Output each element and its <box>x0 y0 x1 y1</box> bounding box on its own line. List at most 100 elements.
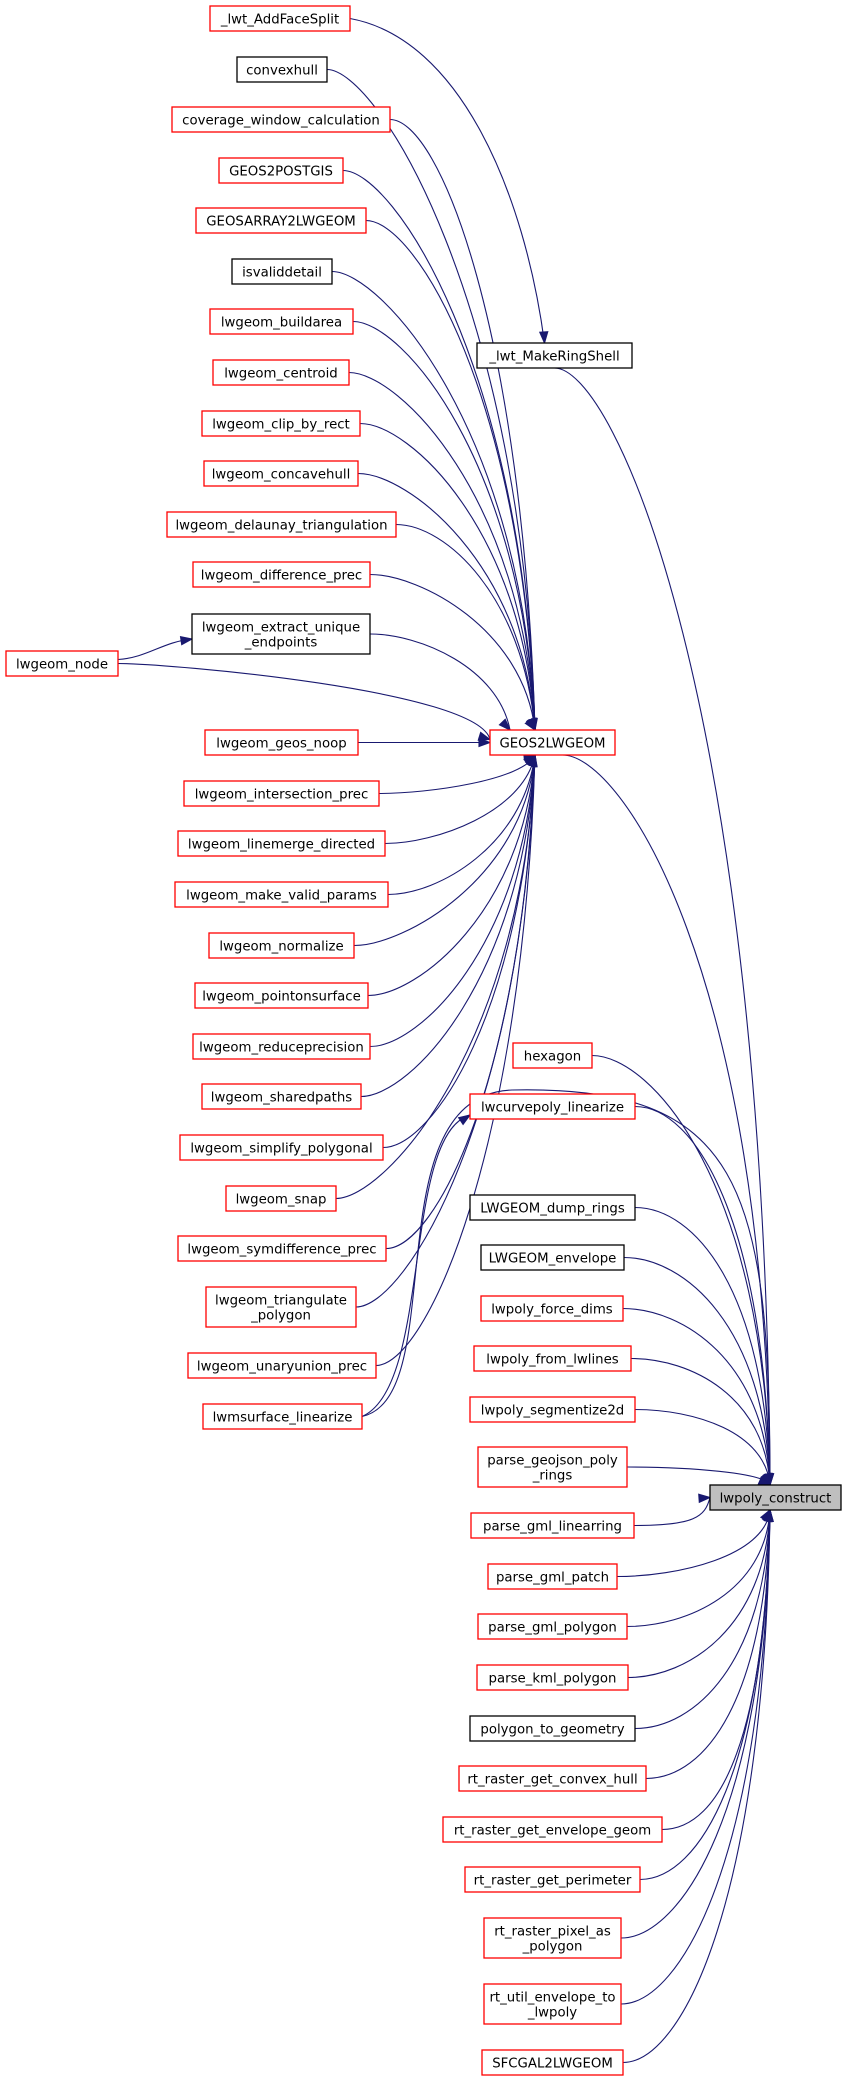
node-segmentize[interactable]: lwpoly_segmentize2d <box>469 1396 636 1423</box>
edge-line <box>387 754 536 896</box>
edge-arrowhead <box>179 635 194 646</box>
edge-line <box>359 422 536 731</box>
node-unaryunion[interactable]: lwgeom_unaryunion_prec <box>187 1352 377 1379</box>
node-box <box>201 1083 362 1110</box>
edge-arrowhead <box>528 753 538 768</box>
node-box <box>166 511 397 538</box>
edge-n_simplify-to-n_geos2lwgeom <box>382 753 537 1149</box>
edge-line <box>357 472 536 731</box>
node-gmllinear[interactable]: parse_gml_linearring <box>470 1512 635 1539</box>
node-lwpolyconstruct[interactable]: lwpoly_construct <box>709 1484 842 1511</box>
node-curvepoly[interactable]: lwcurvepoly_linearize <box>469 1093 636 1120</box>
edge-n_geosarray-to-n_geos2lwgeom <box>365 219 538 732</box>
node-label: SFCGAL2LWGEOM <box>492 2057 613 2072</box>
node-node[interactable]: lwgeom_node <box>5 650 119 677</box>
node-box <box>209 308 354 335</box>
edge-line <box>645 1509 771 1780</box>
node-box <box>476 1664 629 1691</box>
node-box <box>480 1244 625 1271</box>
edge-line <box>630 1357 771 1486</box>
node-symdiff[interactable]: lwgeom_symdifference_prec <box>177 1235 387 1262</box>
node-delaunay[interactable]: lwgeom_delaunay_triangulation <box>166 511 397 538</box>
node-label: lwpoly_construct <box>720 1492 832 1507</box>
node-box <box>473 1345 632 1372</box>
node-forcedims[interactable]: lwpoly_force_dims <box>480 1295 624 1322</box>
node-diffprec[interactable]: lwgeom_difference_prec <box>192 561 371 588</box>
edge-n_intersect-to-n_geos2lwgeom <box>378 751 537 795</box>
node-label: lwmsurface_linearize <box>213 1411 353 1426</box>
node-rtpixel[interactable]: rt_raster_pixel_as_polygon <box>483 1917 622 1959</box>
edge-n_dumprings-to-n_lwpolyconstruct <box>634 1206 774 1487</box>
edge-line <box>349 17 546 344</box>
node-kmlpolygon[interactable]: parse_kml_polygon <box>476 1664 629 1691</box>
node-geos2lwgeom[interactable]: GEOS2LWGEOM <box>489 729 616 756</box>
edge-line <box>355 754 536 1308</box>
edge-line <box>378 754 536 795</box>
node-isvaliddetail[interactable]: isvaliddetail <box>231 258 333 285</box>
node-fromlwlines[interactable]: lwpoly_from_lwlines <box>473 1345 632 1372</box>
edge-line <box>342 169 536 731</box>
node-box <box>203 460 359 487</box>
node-geosarray[interactable]: GEOSARRAY2LWGEOM <box>195 207 367 234</box>
node-sharedpaths[interactable]: lwgeom_sharedpaths <box>201 1083 362 1110</box>
node-envelope[interactable]: LWGEOM_envelope <box>480 1244 625 1271</box>
node-intersect[interactable]: lwgeom_intersection_prec <box>183 780 380 807</box>
edge-n_sfcgal-to-n_lwpolyconstruct <box>622 1508 774 2064</box>
node-coverage[interactable]: coverage_window_calculation <box>171 106 391 133</box>
node-simplify[interactable]: lwgeom_simplify_polygonal <box>179 1134 384 1161</box>
node-label: LWGEOM_dump_rings <box>480 1202 625 1217</box>
node-label: hexagon <box>524 1050 581 1065</box>
node-convexhull[interactable]: convexhull <box>236 56 328 83</box>
edge-line <box>634 1509 771 1730</box>
edge-line <box>326 68 536 731</box>
node-snap[interactable]: lwgeom_snap <box>225 1185 337 1212</box>
node-geojsonpoly[interactable]: parse_geojson_poly_rings <box>477 1446 628 1488</box>
node-label: lwgeom_sharedpaths <box>211 1091 352 1106</box>
node-linemerge[interactable]: lwgeom_linemerge_directed <box>177 830 386 857</box>
node-box <box>481 2049 624 2076</box>
node-triangulate[interactable]: lwgeom_triangulate_polygon <box>205 1286 357 1328</box>
node-geos2postgis[interactable]: GEOS2POSTGIS <box>218 157 344 184</box>
node-box <box>177 1235 387 1262</box>
edge-line <box>626 1509 771 1628</box>
node-geosnoop[interactable]: lwgeom_geos_noop <box>204 729 359 756</box>
node-polytogeom[interactable]: polygon_to_geometry <box>469 1715 636 1742</box>
node-rtenvelope[interactable]: rt_raster_get_envelope_geom <box>442 1816 663 1843</box>
node-rtconvex[interactable]: rt_raster_get_convex_hull <box>458 1765 647 1792</box>
node-normalize[interactable]: lwgeom_normalize <box>208 932 355 959</box>
node-sfcgal[interactable]: SFCGAL2LWGEOM <box>481 2049 624 2076</box>
node-pointon[interactable]: lwgeom_pointonsurface <box>194 982 369 1009</box>
node-box <box>477 1446 628 1488</box>
node-box <box>192 561 371 588</box>
node-reduceprec[interactable]: lwgeom_reduceprecision <box>192 1033 371 1060</box>
node-centroid[interactable]: lwgeom_centroid <box>212 359 350 386</box>
node-gmlpatch[interactable]: parse_gml_patch <box>487 1563 618 1590</box>
node-rtutil[interactable]: rt_util_envelope_to_lwpoly <box>483 1983 622 2025</box>
node-makeringshell[interactable]: _lwt_MakeRingShell <box>476 342 633 369</box>
node-label: parse_gml_polygon <box>488 1621 617 1636</box>
edge-line <box>335 754 536 1200</box>
node-gmlpolygon[interactable]: parse_gml_polygon <box>477 1613 628 1640</box>
node-buildarea[interactable]: lwgeom_buildarea <box>209 308 354 335</box>
edge-arrowhead <box>478 737 492 748</box>
node-label: lwgeom_symdifference_prec <box>187 1243 376 1258</box>
node-concave[interactable]: lwgeom_concavehull <box>203 460 359 487</box>
edge-line <box>384 754 536 845</box>
node-box <box>483 1917 622 1959</box>
edge-line <box>369 573 536 731</box>
node-msurface[interactable]: lwmsurface_linearize <box>202 1403 363 1430</box>
edge-n_geos2postgis-to-n_geos2lwgeom <box>342 169 538 732</box>
node-box <box>5 650 119 677</box>
node-extract[interactable]: lwgeom_extract_unique_endpoints <box>191 613 371 655</box>
node-box <box>187 1352 377 1379</box>
node-label: parse_gml_patch <box>496 1571 609 1586</box>
node-dumprings[interactable]: LWGEOM_dump_rings <box>469 1194 636 1221</box>
node-rtperimeter[interactable]: rt_raster_get_perimeter <box>464 1866 641 1893</box>
node-box <box>204 729 359 756</box>
node-box <box>476 342 633 369</box>
node-hexagon[interactable]: hexagon <box>512 1042 593 1069</box>
node-box <box>171 106 391 133</box>
node-makevalid[interactable]: lwgeom_make_valid_params <box>174 881 389 908</box>
node-addfacesplit[interactable]: _lwt_AddFaceSplit <box>209 5 351 32</box>
node-clip[interactable]: lwgeom_clip_by_rect <box>201 410 361 437</box>
